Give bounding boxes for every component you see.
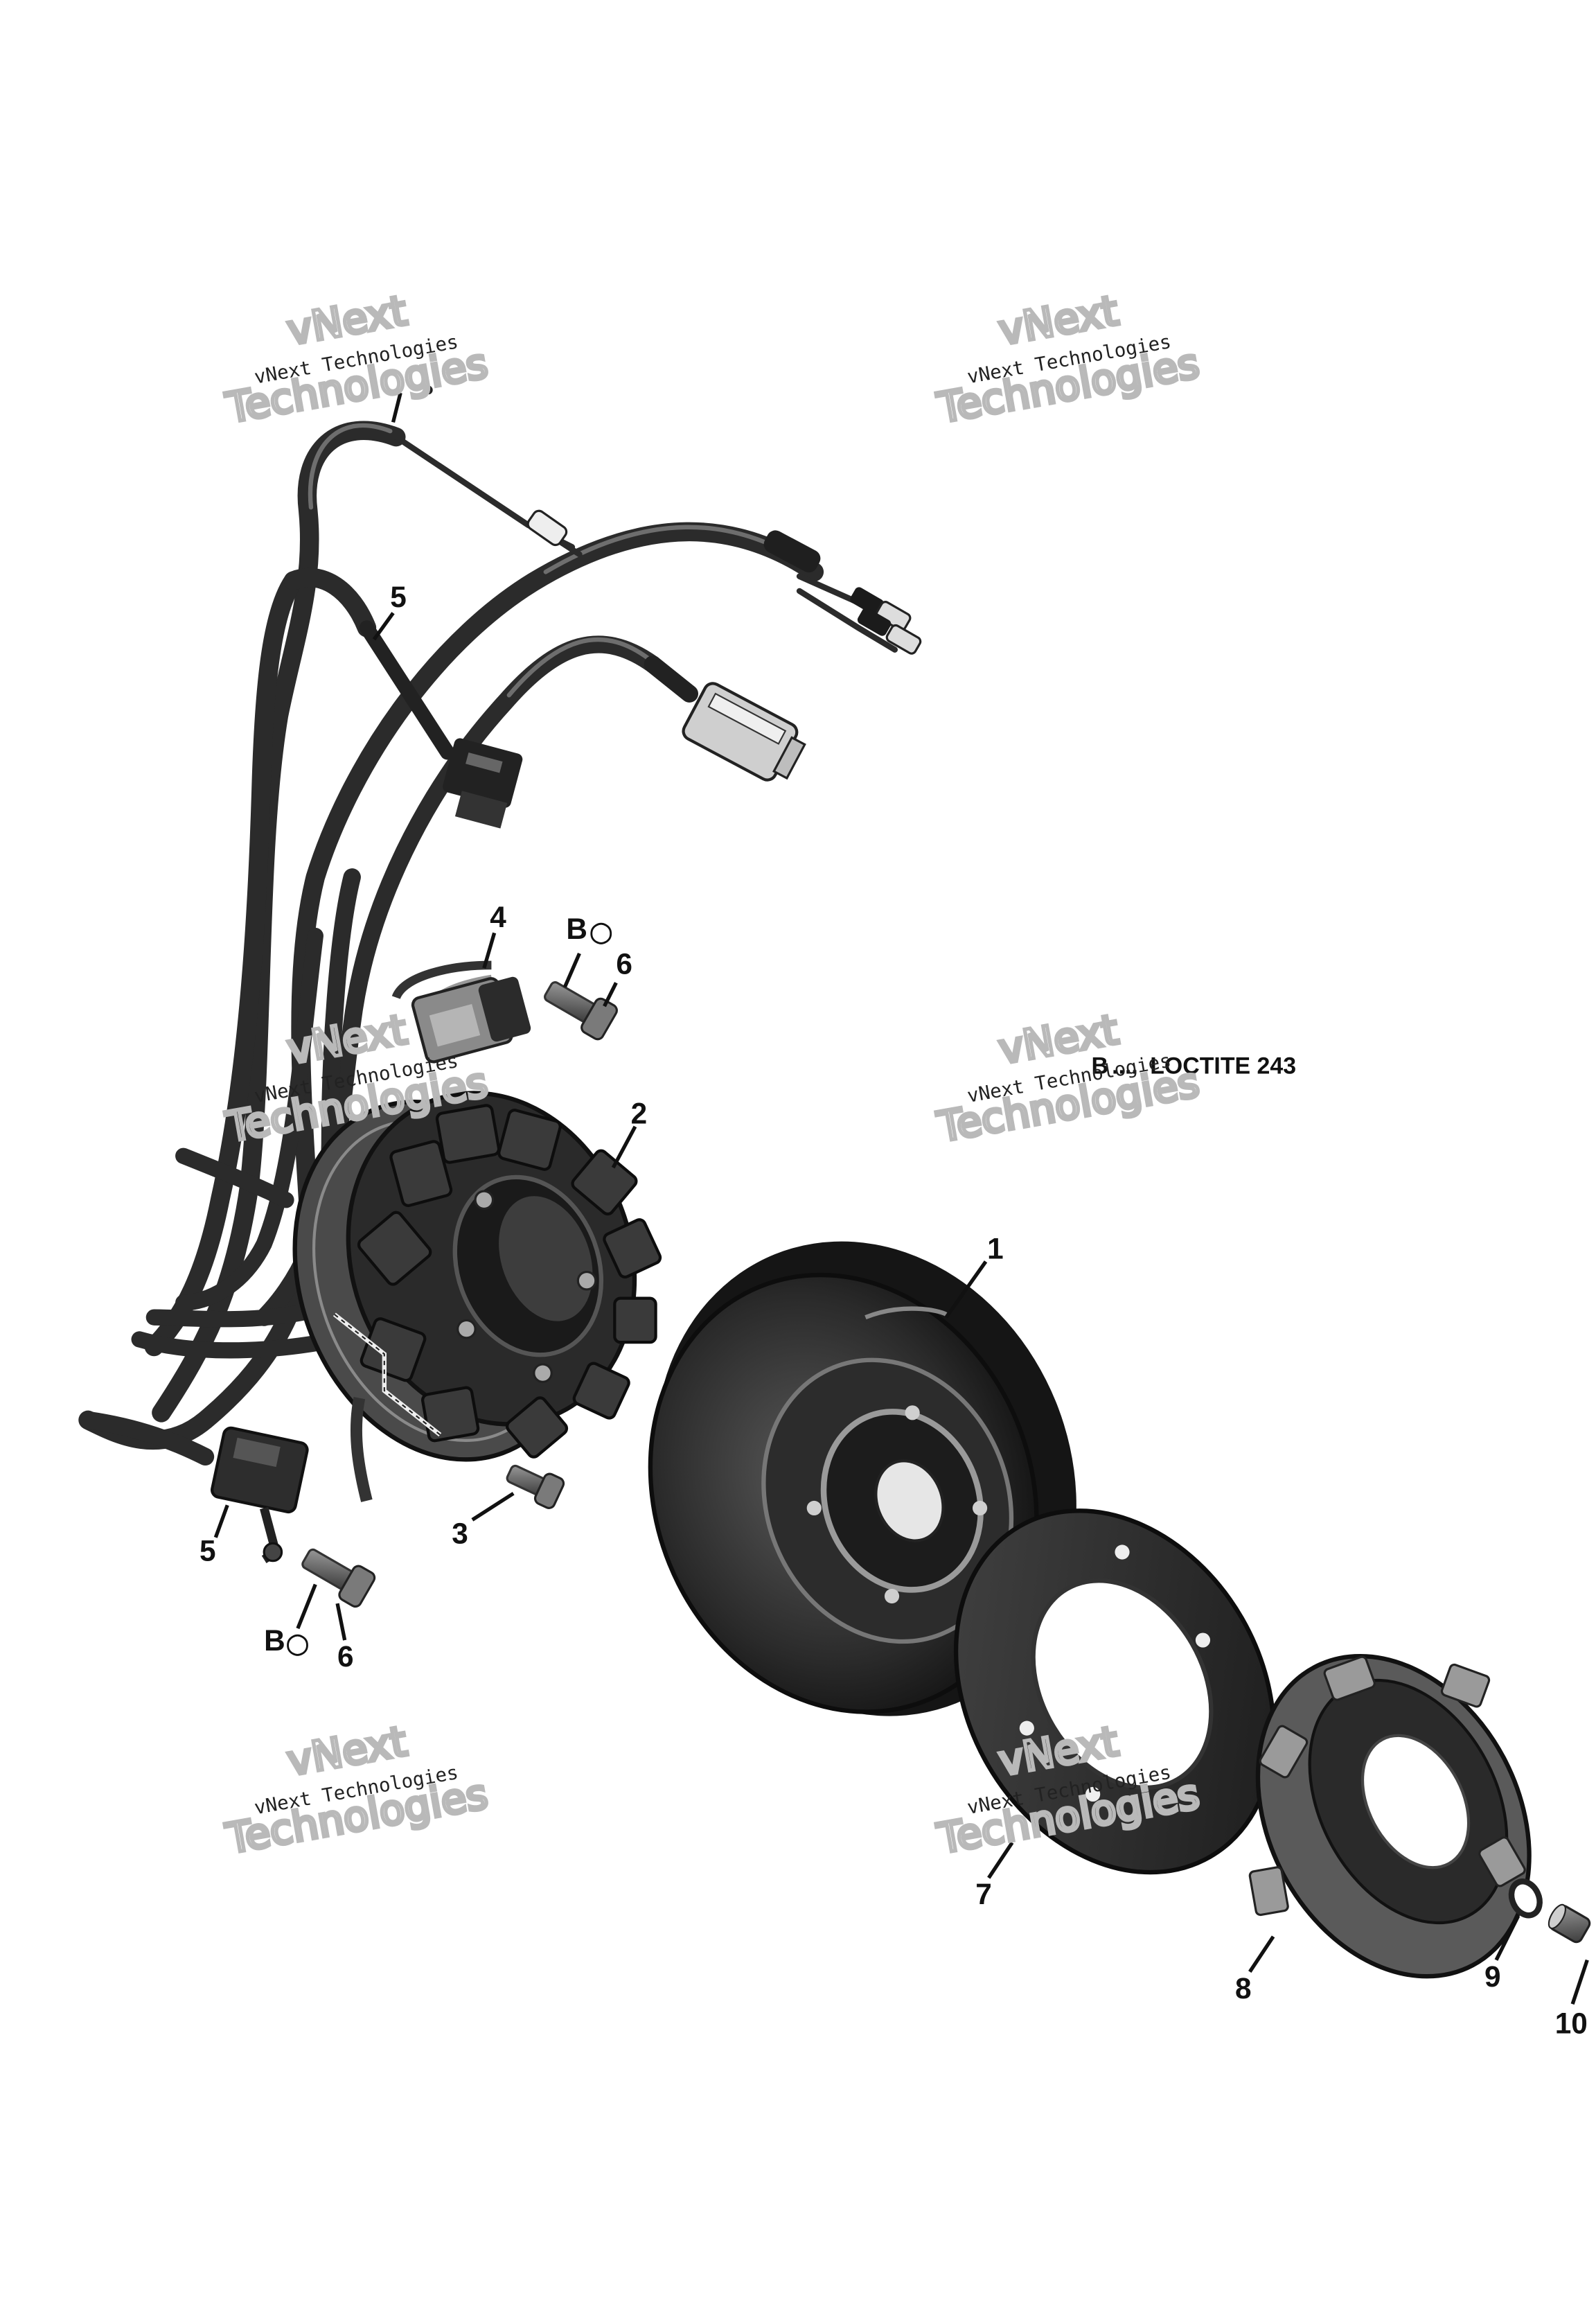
legend-loctite: B .... LOCTITE 243 bbox=[1092, 1053, 1297, 1080]
callout-6-lower: 6 bbox=[337, 1640, 354, 1673]
stator-part-2 bbox=[292, 1091, 662, 1502]
watermark: vNext Technologies vNext Technologies bbox=[932, 1003, 1204, 1153]
callout-5-upper: 5 bbox=[390, 581, 407, 613]
washer-part-9 bbox=[1508, 1878, 1543, 1919]
inline-terminal bbox=[424, 385, 568, 547]
bolt-part-6-upper bbox=[544, 981, 618, 1041]
bolt-part-10 bbox=[1548, 1903, 1591, 1944]
watermark: vNext Technologies vNext Technologies bbox=[220, 285, 493, 434]
legend-key: B bbox=[1092, 1053, 1108, 1080]
ring-plate-part-7 bbox=[953, 1508, 1276, 1875]
leader-lines bbox=[213, 392, 1589, 2005]
legend-dots: .... bbox=[1112, 1053, 1138, 1080]
sensor-part-4 bbox=[391, 960, 531, 1064]
screw-part-3 bbox=[506, 1464, 565, 1509]
drop-icon: ◯ bbox=[589, 921, 612, 944]
callout-8: 8 bbox=[1235, 1972, 1252, 2005]
harness-plug bbox=[359, 620, 523, 829]
callout-1: 1 bbox=[987, 1232, 1004, 1265]
callouts: 5 4 B ◯ 6 2 1 3 5 B ◯ 6 7 8 9 10 bbox=[200, 581, 1588, 2039]
callout-10: 10 bbox=[1555, 2007, 1588, 2040]
callout-2: 2 bbox=[631, 1098, 648, 1130]
drop-icon-lower: ◯ bbox=[286, 1632, 309, 1656]
wiring-harness bbox=[78, 385, 922, 1466]
pickup-sensor-part-5-lower bbox=[211, 1426, 309, 1563]
legend-text: LOCTITE 243 bbox=[1150, 1053, 1296, 1080]
callout-3: 3 bbox=[452, 1517, 468, 1549]
callout-b-lower: B bbox=[264, 1624, 285, 1657]
callout-9: 9 bbox=[1484, 1960, 1501, 1993]
starter-cup-part-8 bbox=[1248, 1653, 1532, 1979]
callout-7: 7 bbox=[975, 1878, 992, 1910]
watermark: vNext Technologies vNext Technologies bbox=[932, 285, 1204, 434]
callout-5-lower: 5 bbox=[200, 1535, 216, 1567]
callout-4: 4 bbox=[490, 901, 506, 933]
harness-connector bbox=[644, 655, 806, 782]
bolt-part-6-lower bbox=[301, 1548, 376, 1608]
watermark: vNext Technologies vNext Technologies bbox=[220, 1715, 493, 1865]
spade-terminals bbox=[850, 587, 922, 655]
callout-6-upper: 6 bbox=[616, 948, 632, 980]
callout-b-upper: B bbox=[566, 913, 587, 945]
